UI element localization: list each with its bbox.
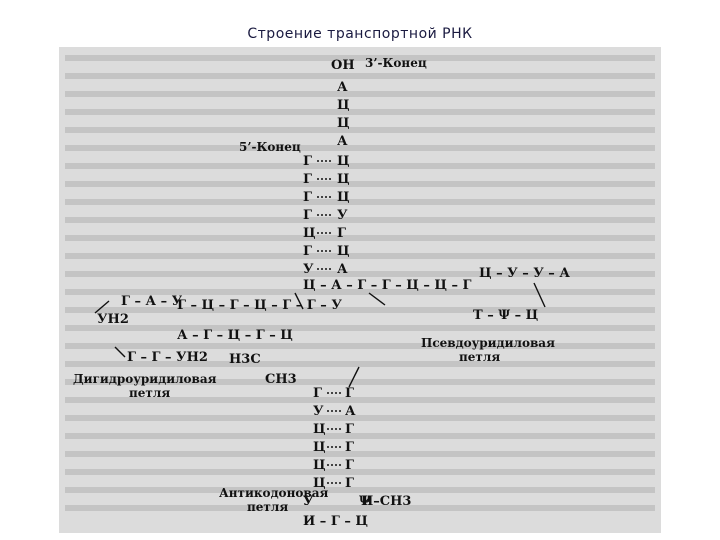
nucleotide: У bbox=[313, 404, 324, 419]
nucleotide: Ц bbox=[313, 476, 326, 491]
nucleotide: У bbox=[337, 208, 348, 223]
background-text-line bbox=[65, 343, 655, 349]
nucleotide: Ц bbox=[337, 98, 350, 113]
nucleotide: У bbox=[303, 494, 314, 509]
nucleotide: Г bbox=[345, 440, 354, 455]
background-text-line bbox=[65, 325, 655, 331]
backbone-lines bbox=[94, 282, 546, 388]
nucleotide: Г bbox=[303, 190, 312, 205]
background-text-line bbox=[65, 415, 655, 421]
nucleotide: Ц bbox=[337, 154, 350, 169]
nucleotide: У bbox=[303, 494, 314, 509]
background-text-line bbox=[65, 73, 655, 79]
anticodon-loop-bottom: И – Г – Ц bbox=[303, 514, 368, 529]
t-bottom: Т – Ψ – Ц bbox=[473, 308, 538, 323]
nucleotide: Г bbox=[303, 154, 312, 169]
nucleotide: Ψ bbox=[359, 494, 371, 509]
background-text-line bbox=[65, 235, 655, 241]
h3c-label: Н3С bbox=[229, 352, 261, 367]
background-text-line bbox=[65, 451, 655, 457]
i-ch3-label: И–СН3 bbox=[361, 494, 411, 509]
nucleotide: Г bbox=[345, 422, 354, 437]
nucleotide: Ц bbox=[337, 172, 350, 187]
background-text-line bbox=[65, 163, 655, 169]
nucleotide: Ц bbox=[337, 190, 350, 205]
background-text-line bbox=[65, 109, 655, 115]
anticodon-loop-label-1: Антикодоновая bbox=[219, 486, 328, 500]
nucleotide: Г bbox=[345, 458, 354, 473]
nucleotide: Г bbox=[313, 386, 322, 401]
pseudo-loop-label-1: Псевдоуридиловая bbox=[421, 336, 555, 350]
background-text-line bbox=[65, 505, 655, 511]
t-arm-row: Ц – А – Г – Г – Ц – Ц – Г bbox=[303, 278, 472, 293]
background-text-line bbox=[65, 433, 655, 439]
background-text bbox=[59, 47, 661, 533]
nucleotide: Ц bbox=[337, 244, 350, 259]
background-text-line bbox=[65, 487, 655, 493]
d-bottom: Г – Г – УН2 bbox=[127, 350, 208, 365]
nucleotide: А bbox=[337, 80, 348, 95]
nucleotide: У bbox=[303, 262, 314, 277]
nucleotide: Г bbox=[337, 226, 346, 241]
t-arm: Ц – А – Г – Г – Ц – Ц – Г Ц – У – У – А … bbox=[303, 266, 570, 364]
d-arm-row2: А – Г – Ц – Г – Ц bbox=[177, 328, 293, 343]
anticodon-loop-label-2: петля bbox=[247, 500, 288, 514]
d-left: УН2 bbox=[97, 312, 129, 327]
nucleotide: А bbox=[345, 404, 356, 419]
nucleotide: Г bbox=[303, 208, 312, 223]
nucleotide: Г bbox=[345, 386, 354, 401]
background-text-line bbox=[65, 55, 655, 61]
dihydro-loop-label-1: Дигидроуридиловая bbox=[73, 372, 217, 386]
background-text-line bbox=[65, 289, 655, 295]
nucleotide: Ц bbox=[337, 116, 350, 131]
ch3-label: СН3 bbox=[265, 372, 297, 387]
background-text-line bbox=[65, 145, 655, 151]
background-text-line bbox=[65, 91, 655, 97]
t-loop: Ц – У – У – А bbox=[479, 266, 570, 281]
end5-label: 5’-Конец bbox=[239, 140, 301, 154]
background-text-line bbox=[65, 379, 655, 385]
background-text-line bbox=[65, 469, 655, 475]
dihydro-loop-label-2: петля bbox=[129, 386, 170, 400]
nucleotide: Ц bbox=[313, 422, 326, 437]
nucleotide: Ц bbox=[313, 440, 326, 455]
background-text-line bbox=[65, 217, 655, 223]
background-text-line bbox=[65, 199, 655, 205]
nucleotide: Ц bbox=[313, 458, 326, 473]
d-arm: Г – А – У Г – Ц – Г – Ц – Г – Г – У А – … bbox=[73, 294, 342, 400]
d-arm-row: Г – Ц – Г – Ц – Г – Г – У bbox=[177, 298, 342, 313]
background-text-line bbox=[65, 127, 655, 133]
nucleotide: А bbox=[337, 262, 348, 277]
nucleotide: Г bbox=[303, 172, 312, 187]
background-text-line bbox=[65, 397, 655, 403]
nucleotide: Г bbox=[303, 244, 312, 259]
background-text-line bbox=[65, 253, 655, 259]
pseudo-loop-label-2: петля bbox=[459, 350, 500, 364]
d-top: Г – А – У bbox=[121, 294, 183, 309]
nucleotide: А bbox=[337, 134, 348, 149]
oh-label: ОН bbox=[331, 58, 355, 73]
nucleotide: Г bbox=[345, 476, 354, 491]
nucleotide: Ц bbox=[303, 226, 316, 241]
slide-title: Строение транспортной РНК bbox=[247, 26, 473, 42]
end3-label: 3’-Конец bbox=[365, 56, 427, 70]
background-text-line bbox=[65, 271, 655, 277]
background-text-line bbox=[65, 181, 655, 187]
background-text-line bbox=[65, 361, 655, 367]
background-text-line bbox=[65, 307, 655, 313]
